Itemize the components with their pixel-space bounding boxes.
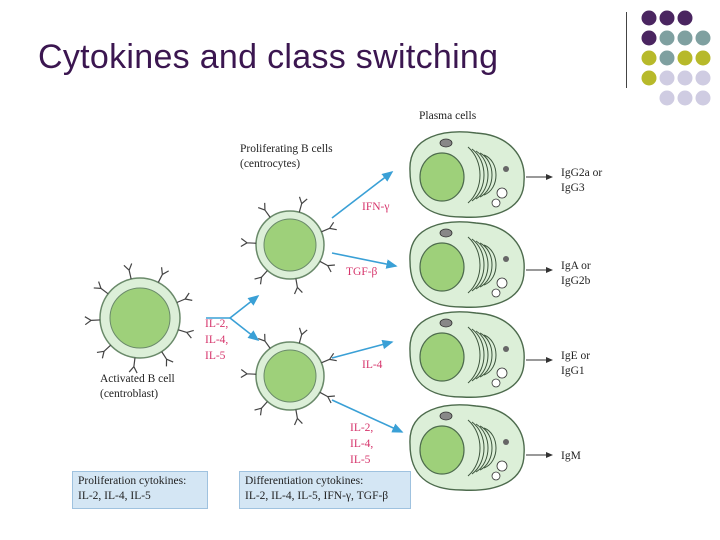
decorative-dot [659, 70, 675, 86]
decorative-dot [659, 30, 675, 46]
output-2-line1: IgA or [561, 260, 591, 272]
arrow-to-plasma-1 [331, 171, 394, 219]
plasma-cell [409, 221, 525, 308]
output-1-line2: IgG3 [561, 182, 585, 194]
decorative-dot [695, 90, 711, 106]
antibody-receptor [128, 357, 138, 374]
output-3-line2: IgG1 [561, 365, 585, 377]
plasma-cell [409, 311, 525, 398]
arrow-to-plasma-3 [331, 339, 394, 359]
decorative-dot [641, 70, 657, 86]
antibody-receptor [298, 196, 308, 213]
antibody-receptor [84, 316, 101, 326]
decorative-dot [677, 70, 693, 86]
decorative-dot [695, 50, 711, 66]
antibody-receptor [178, 329, 194, 339]
decorative-dot [659, 90, 675, 106]
arrow-to-plasma-4 [331, 399, 404, 433]
antibody-receptor [240, 369, 257, 379]
antibody-receptor [257, 333, 271, 349]
decorative-dot [677, 10, 693, 26]
proliferating-b-cell-bottom [240, 327, 337, 426]
cytokine-ifn-gamma: IFN-γ [362, 201, 390, 213]
antibody-receptor [257, 202, 271, 218]
differentiation-box-list: IL-2, IL-4, IL-5, IFN-γ, TGF-β [245, 490, 389, 502]
prolif-cytokine-il5: IL-5 [205, 350, 226, 362]
decorative-dot-grid [641, 10, 711, 106]
antibody-receptor [161, 351, 174, 367]
arrow-activated-to-bottom [229, 317, 260, 341]
differentiation-cytokines-box: Differentiation cytokines: IL-2, IL-4, I… [239, 471, 411, 509]
diff-cytokine-il2: IL-2, [350, 422, 374, 434]
activated-label-line1: Activated B cell [100, 373, 175, 385]
arrow-activated-to-top [229, 295, 260, 319]
title-divider [626, 12, 627, 88]
diff-cytokine-il5: IL-5 [350, 454, 371, 466]
differentiation-box-title: Differentiation cytokines: [245, 475, 364, 487]
antibody-receptor [93, 281, 109, 295]
proliferation-cytokines-box: Proliferation cytokines: IL-2, IL-4, IL-… [72, 471, 208, 509]
cytokine-il4: IL-4 [362, 359, 383, 371]
proliferating-b-cell-top [240, 196, 337, 295]
antibody-receptor [321, 353, 337, 364]
decorative-dot [659, 10, 675, 26]
decorative-dot [641, 10, 657, 26]
activated-b-cell [84, 263, 194, 374]
antibody-receptor [157, 267, 169, 283]
antibody-receptor [240, 238, 257, 248]
cytokine-tgf-beta: TGF-β [346, 266, 378, 278]
plasma-cells-label: Plasma cells [419, 110, 477, 122]
decorative-dot [659, 50, 675, 66]
output-4-line1: IgM [561, 450, 581, 462]
diff-cytokine-il4: IL-4, [350, 438, 374, 450]
prolif-cytokine-il4: IL-4, [205, 334, 229, 346]
output-3-line1: IgE or [561, 350, 591, 362]
prolif-cytokine-il2: IL-2, [205, 318, 229, 330]
decorative-dot [695, 30, 711, 46]
antibody-receptor [319, 260, 335, 273]
output-2-line2: IgG2b [561, 275, 591, 287]
antibody-receptor [123, 263, 133, 280]
plasma-cell [409, 404, 525, 491]
decorative-dot [677, 30, 693, 46]
antibody-receptor [293, 278, 303, 295]
proliferating-label-line1: Proliferating B cells [240, 143, 333, 155]
decorative-dot [641, 50, 657, 66]
proliferating-label-line2: (centrocytes) [240, 158, 301, 170]
decorative-dot [641, 30, 657, 46]
antibody-receptor [254, 401, 268, 416]
decorative-dot [677, 50, 693, 66]
activated-label-line2: (centroblast) [100, 388, 159, 400]
output-1-line1: IgG2a or [561, 167, 603, 179]
arrow-to-plasma-2 [331, 252, 398, 269]
slide-title: Cytokines and class switching [38, 38, 499, 76]
proliferation-box-list: IL-2, IL-4, IL-5 [78, 490, 151, 502]
antibody-receptor [319, 391, 335, 404]
antibody-receptor [176, 292, 193, 304]
antibody-receptor [321, 222, 337, 233]
decorative-dot [677, 90, 693, 106]
antibody-receptor [298, 327, 308, 344]
proliferation-box-title: Proliferation cytokines: [78, 475, 187, 487]
antibody-receptor [254, 270, 268, 285]
antibody-receptor [293, 409, 303, 426]
plasma-cell [409, 131, 525, 218]
antibody-receptor [96, 344, 112, 359]
decorative-dot [695, 70, 711, 86]
